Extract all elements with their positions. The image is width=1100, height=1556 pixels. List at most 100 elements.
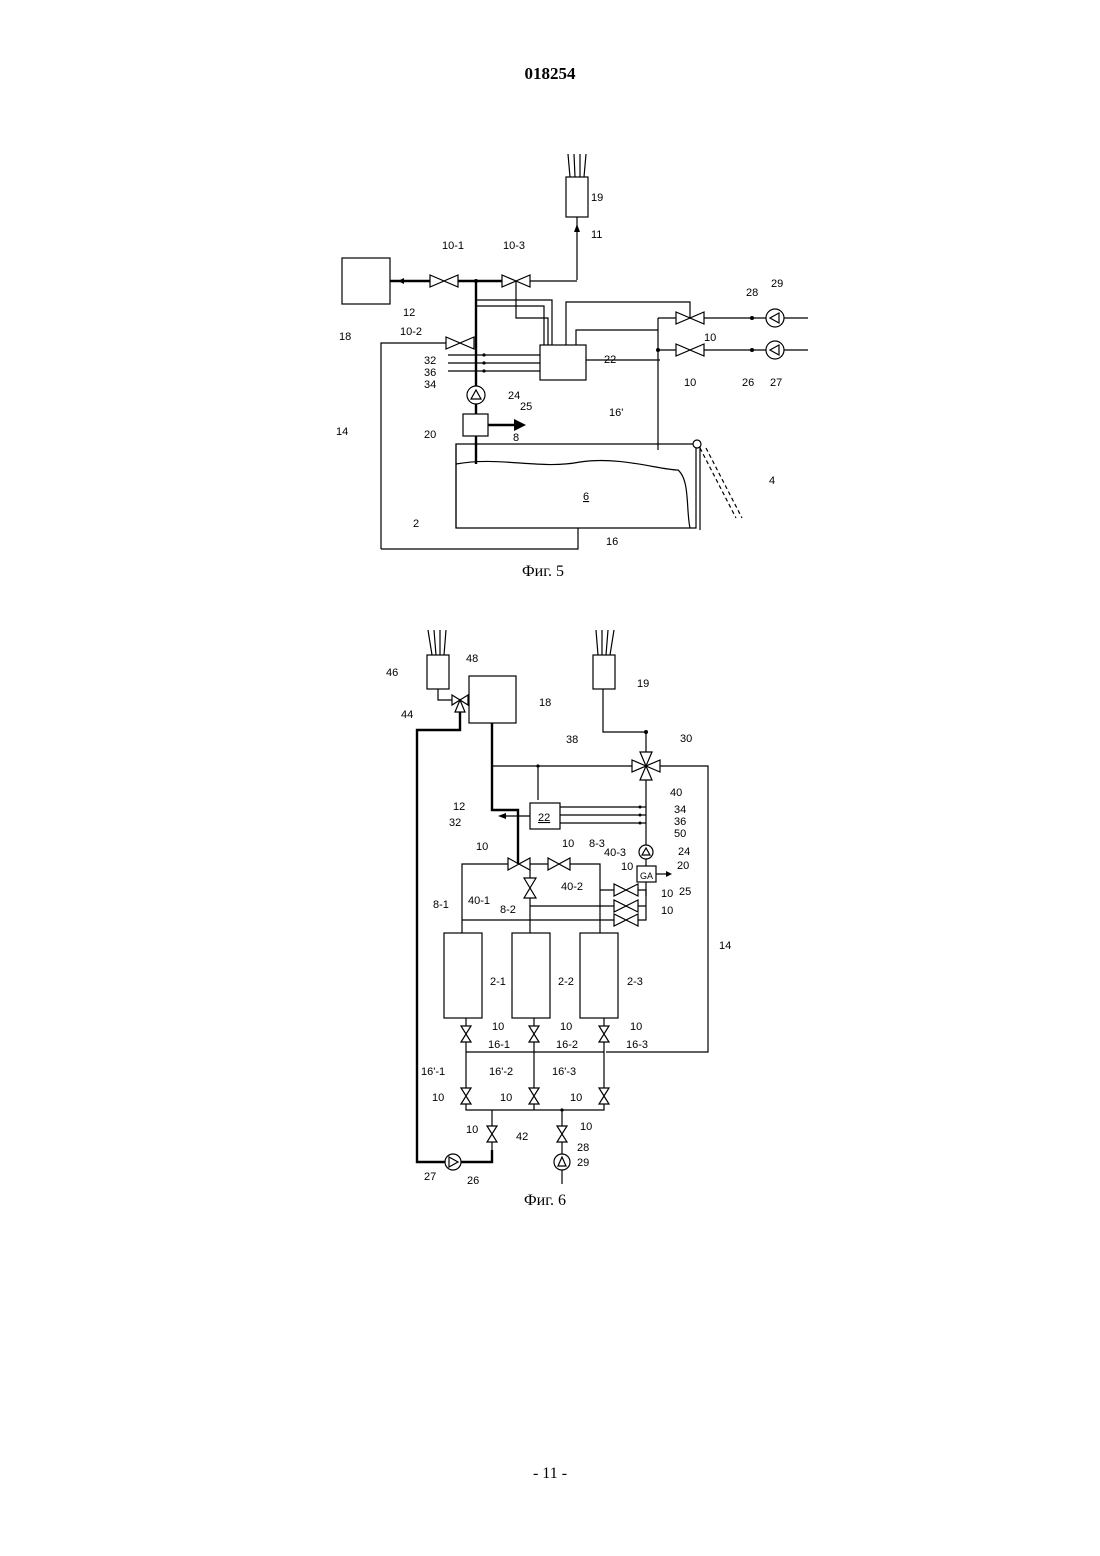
fig5-label-19: 19 [591, 192, 603, 204]
fig6-label-14: 14 [719, 940, 731, 952]
fig5-label-24: 24 [508, 390, 520, 402]
fig6-block-18 [469, 676, 516, 723]
fig6-tank-2-2 [512, 933, 550, 1018]
fig6-label-10k: 10 [570, 1092, 582, 1104]
fig5-label-34: 34 [424, 379, 436, 391]
fig5-caption: Фиг. 5 [522, 563, 564, 580]
fig6-label-8-1: 8-1 [433, 899, 449, 911]
fig6-tank-2-3 [580, 933, 618, 1018]
fig5-label-29: 29 [771, 278, 783, 290]
fig6-label-10a: 10 [476, 841, 488, 853]
fig6-label-16-2: 16-2 [556, 1039, 578, 1051]
fig6-label-40: 40 [670, 787, 682, 799]
fig6-label-10d: 10 [661, 888, 673, 900]
fig6-label-16-1: 16-1 [488, 1039, 510, 1051]
fig6-label-18: 18 [539, 697, 551, 709]
fig6-label-10f: 10 [492, 1021, 504, 1033]
fig6-label-10l: 10 [466, 1124, 478, 1136]
fig6-label-22: 22 [538, 812, 550, 824]
fig6-label-24: 24 [678, 846, 690, 858]
fig6-tank-2-1 [444, 933, 482, 1018]
fig5-valve-10-2 [446, 337, 474, 349]
fig5-block-19 [566, 177, 588, 217]
fig5-label-10-2: 10-2 [400, 326, 422, 338]
fig6-label-2-2: 2-2 [558, 976, 574, 988]
fig5-label-11: 11 [591, 229, 602, 241]
fig5-label-10-1: 10-1 [442, 240, 464, 252]
fig5-label-10-3: 10-3 [503, 240, 525, 252]
fig6-label-2-1: 2-1 [490, 976, 506, 988]
fig6-label-8-3: 8-3 [589, 838, 605, 850]
page-number: - 11 - [0, 1465, 1100, 1483]
fig6-label-36: 36 [674, 816, 686, 828]
fig6-block-19 [593, 655, 615, 689]
fig6-label-10b: 10 [562, 838, 574, 850]
fig6-label-2-3: 2-3 [627, 976, 643, 988]
fig6-label-19: 19 [637, 678, 649, 690]
fig6-label-44: 44 [401, 709, 413, 721]
fig6-caption: Фиг. 6 [524, 1192, 566, 1209]
fig5-label-20: 20 [424, 429, 436, 441]
fig5-label-18: 18 [339, 331, 351, 343]
fig5-label-2: 2 [413, 518, 419, 530]
fig5-pump-29 [766, 309, 784, 327]
fig5-block-22 [540, 345, 586, 380]
fig5-valve-10-lower [676, 344, 704, 356]
fig5-label-36: 36 [424, 367, 436, 379]
fig6-valve-30 [632, 752, 660, 780]
fig5-label-27: 27 [770, 377, 782, 389]
fig5-block-18 [342, 258, 390, 304]
fig5-label-4: 4 [769, 475, 775, 487]
fig5-valve-10-1 [430, 275, 458, 287]
fig5-tank [456, 444, 696, 528]
fig6-label-28: 28 [577, 1142, 589, 1154]
fig5-pump-24 [467, 386, 485, 404]
fig6-label-10h: 10 [630, 1021, 642, 1033]
fig6-label-40-2: 40-2 [561, 881, 583, 893]
fig6-label-10e: 10 [661, 905, 673, 917]
fig6-label-25: 25 [679, 886, 691, 898]
fig6-label-40-3: 40-3 [604, 847, 626, 859]
fig6-label-40-1: 40-1 [468, 895, 490, 907]
fig5-label-10a: 10 [704, 332, 716, 344]
fig6-label-10i: 10 [432, 1092, 444, 1104]
fig6-label-46: 46 [386, 667, 398, 679]
fig5-label-8: 8 [513, 432, 519, 444]
fig6-label-50: 50 [674, 828, 686, 840]
fig5-label-16: 16 [606, 536, 618, 548]
fig6-label-32: 32 [449, 817, 461, 829]
fig6-label-16p-2: 16'-2 [489, 1066, 513, 1078]
fig6-label-26: 26 [467, 1175, 479, 1187]
fig5-label-22: 22 [604, 354, 616, 366]
fig6-label-GA: GA [640, 871, 653, 881]
fig6-label-12: 12 [453, 801, 465, 813]
fig5-label-16p: 16' [609, 407, 623, 419]
fig5-label-32: 32 [424, 355, 436, 367]
fig6-label-10c: 10 [621, 861, 633, 873]
fig6-label-10j: 10 [500, 1092, 512, 1104]
fig6-label-8-2: 8-2 [500, 904, 516, 916]
fig5-pump-27 [766, 341, 784, 359]
fig5-block-20 [463, 414, 488, 436]
fig6-label-34: 34 [674, 804, 686, 816]
fig6-label-10g: 10 [560, 1021, 572, 1033]
fig6-label-10m: 10 [580, 1121, 592, 1133]
fig6-label-20: 20 [677, 860, 689, 872]
fig5-label-26: 26 [742, 377, 754, 389]
fig6-label-38: 38 [566, 734, 578, 746]
fig6-label-42: 42 [516, 1131, 528, 1143]
fig6-label-27: 27 [424, 1171, 436, 1183]
fig6-label-48: 48 [466, 653, 478, 665]
fig6-label-29: 29 [577, 1157, 589, 1169]
fig6-label-16p-1: 16'-1 [421, 1066, 445, 1078]
fig6-label-16-3: 16-3 [626, 1039, 648, 1051]
fig5-label-10b: 10 [684, 377, 696, 389]
fig6-block-46 [427, 655, 449, 689]
fig5-label-14: 14 [336, 426, 348, 438]
fig6-label-16p-3: 16'-3 [552, 1066, 576, 1078]
fig5-label-28: 28 [746, 287, 758, 299]
fig5-label-12: 12 [403, 307, 415, 319]
fig5-label-6: 6 [583, 491, 589, 503]
fig6-label-30: 30 [680, 733, 692, 745]
